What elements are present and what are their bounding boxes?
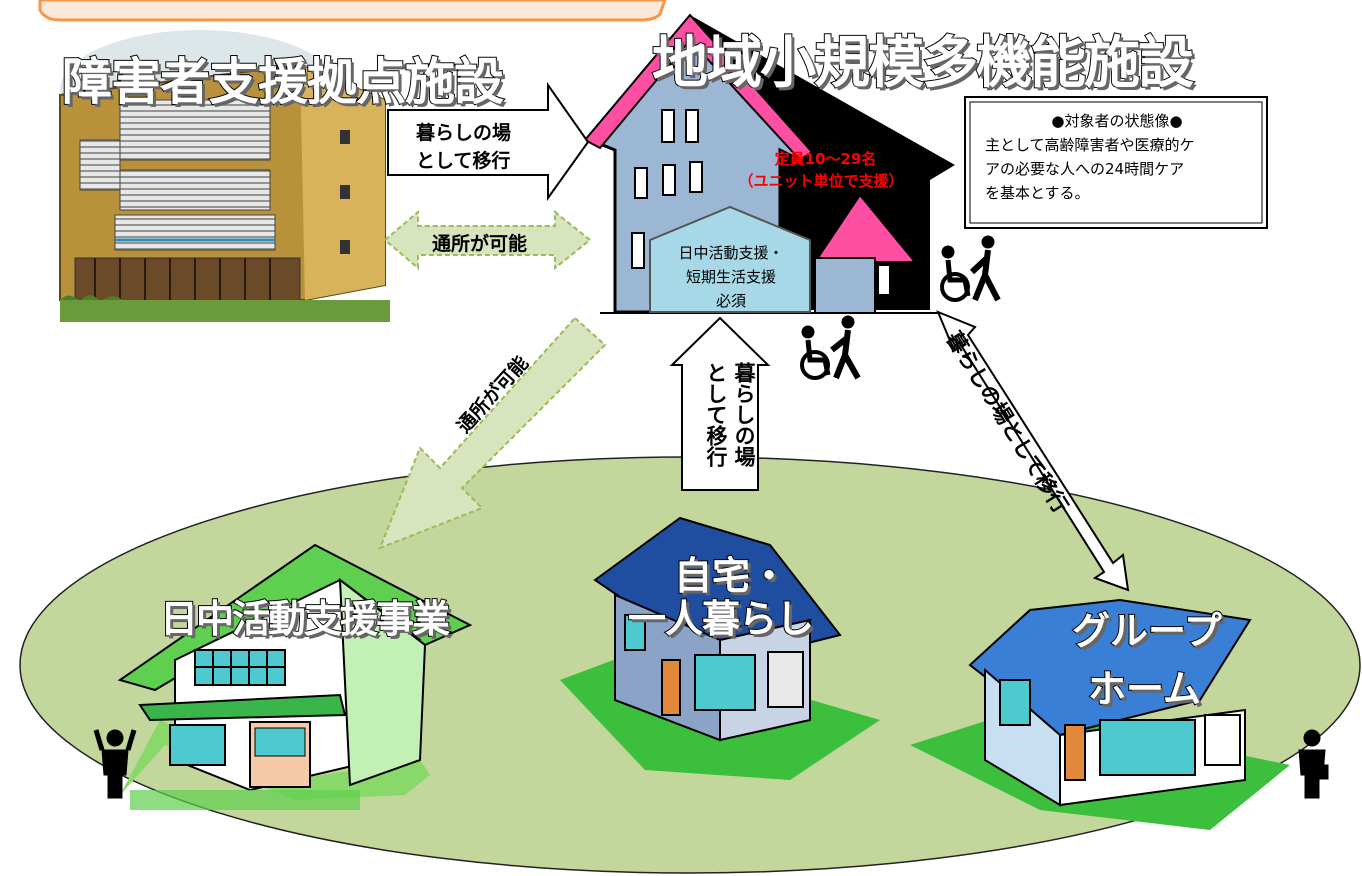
- services-panel: [649, 205, 811, 313]
- wheelchair-caregiver-icon-2: [800, 315, 861, 380]
- target-box-line2: アの必要な人への24時間ケア: [985, 160, 1185, 178]
- person-icon-2: [1298, 729, 1329, 799]
- top-transfer-arrow: [387, 81, 590, 202]
- target-box-frame: [964, 96, 1268, 229]
- home-title-line1: 自宅・: [673, 553, 789, 599]
- person-icon: [93, 729, 137, 799]
- group-home-building: [910, 598, 1290, 830]
- target-box-title: ●対象者の状態像●: [1051, 112, 1183, 130]
- commute-diagonal-arrow: [378, 316, 607, 550]
- capacity-line1: 定員10～29名: [774, 150, 877, 168]
- community-multi-building: [583, 13, 955, 314]
- commute-horizontal-arrow: [383, 209, 592, 271]
- vertical-transfer-arrow: [669, 316, 771, 491]
- services-line2: 短期生活支援: [685, 268, 776, 286]
- capacity-line2: （ユニット単位で支援）: [738, 172, 904, 190]
- support-base-building: [59, 30, 390, 322]
- top-transfer-line1: 暮らしの場: [416, 122, 512, 144]
- group-home-title-line2: ホーム: [1087, 666, 1202, 712]
- top-transfer-line2: として移行: [416, 150, 511, 172]
- target-box-line1: 主として高齢障害者や医療的ケ: [985, 136, 1195, 154]
- wheelchair-caregiver-icon: [940, 235, 1001, 302]
- vertical-transfer-line2: として移行: [704, 362, 728, 467]
- group-home-title-line1: グループ: [1071, 608, 1223, 654]
- services-line1: 日中活動支援・: [678, 244, 784, 262]
- support-base-title: 障害者支援拠点施設: [61, 52, 505, 112]
- diagonal-transfer-arrow: [936, 310, 1130, 592]
- services-line3: 必須: [715, 292, 746, 310]
- target-box-line3: を基本とする。: [985, 184, 1090, 202]
- day-activity-title: 日中活動支援事業: [159, 596, 451, 642]
- title-tab: [38, 0, 667, 22]
- community-multi-title: 地域小規模多機能施設: [651, 30, 1195, 97]
- vertical-transfer-line1: 暮らしの場: [732, 362, 756, 467]
- home-title-line2: 一人暮らし: [627, 596, 815, 642]
- day-activity-building: [117, 543, 473, 810]
- commute-horizontal-label: 通所が可能: [432, 233, 528, 255]
- home-building: [560, 516, 880, 780]
